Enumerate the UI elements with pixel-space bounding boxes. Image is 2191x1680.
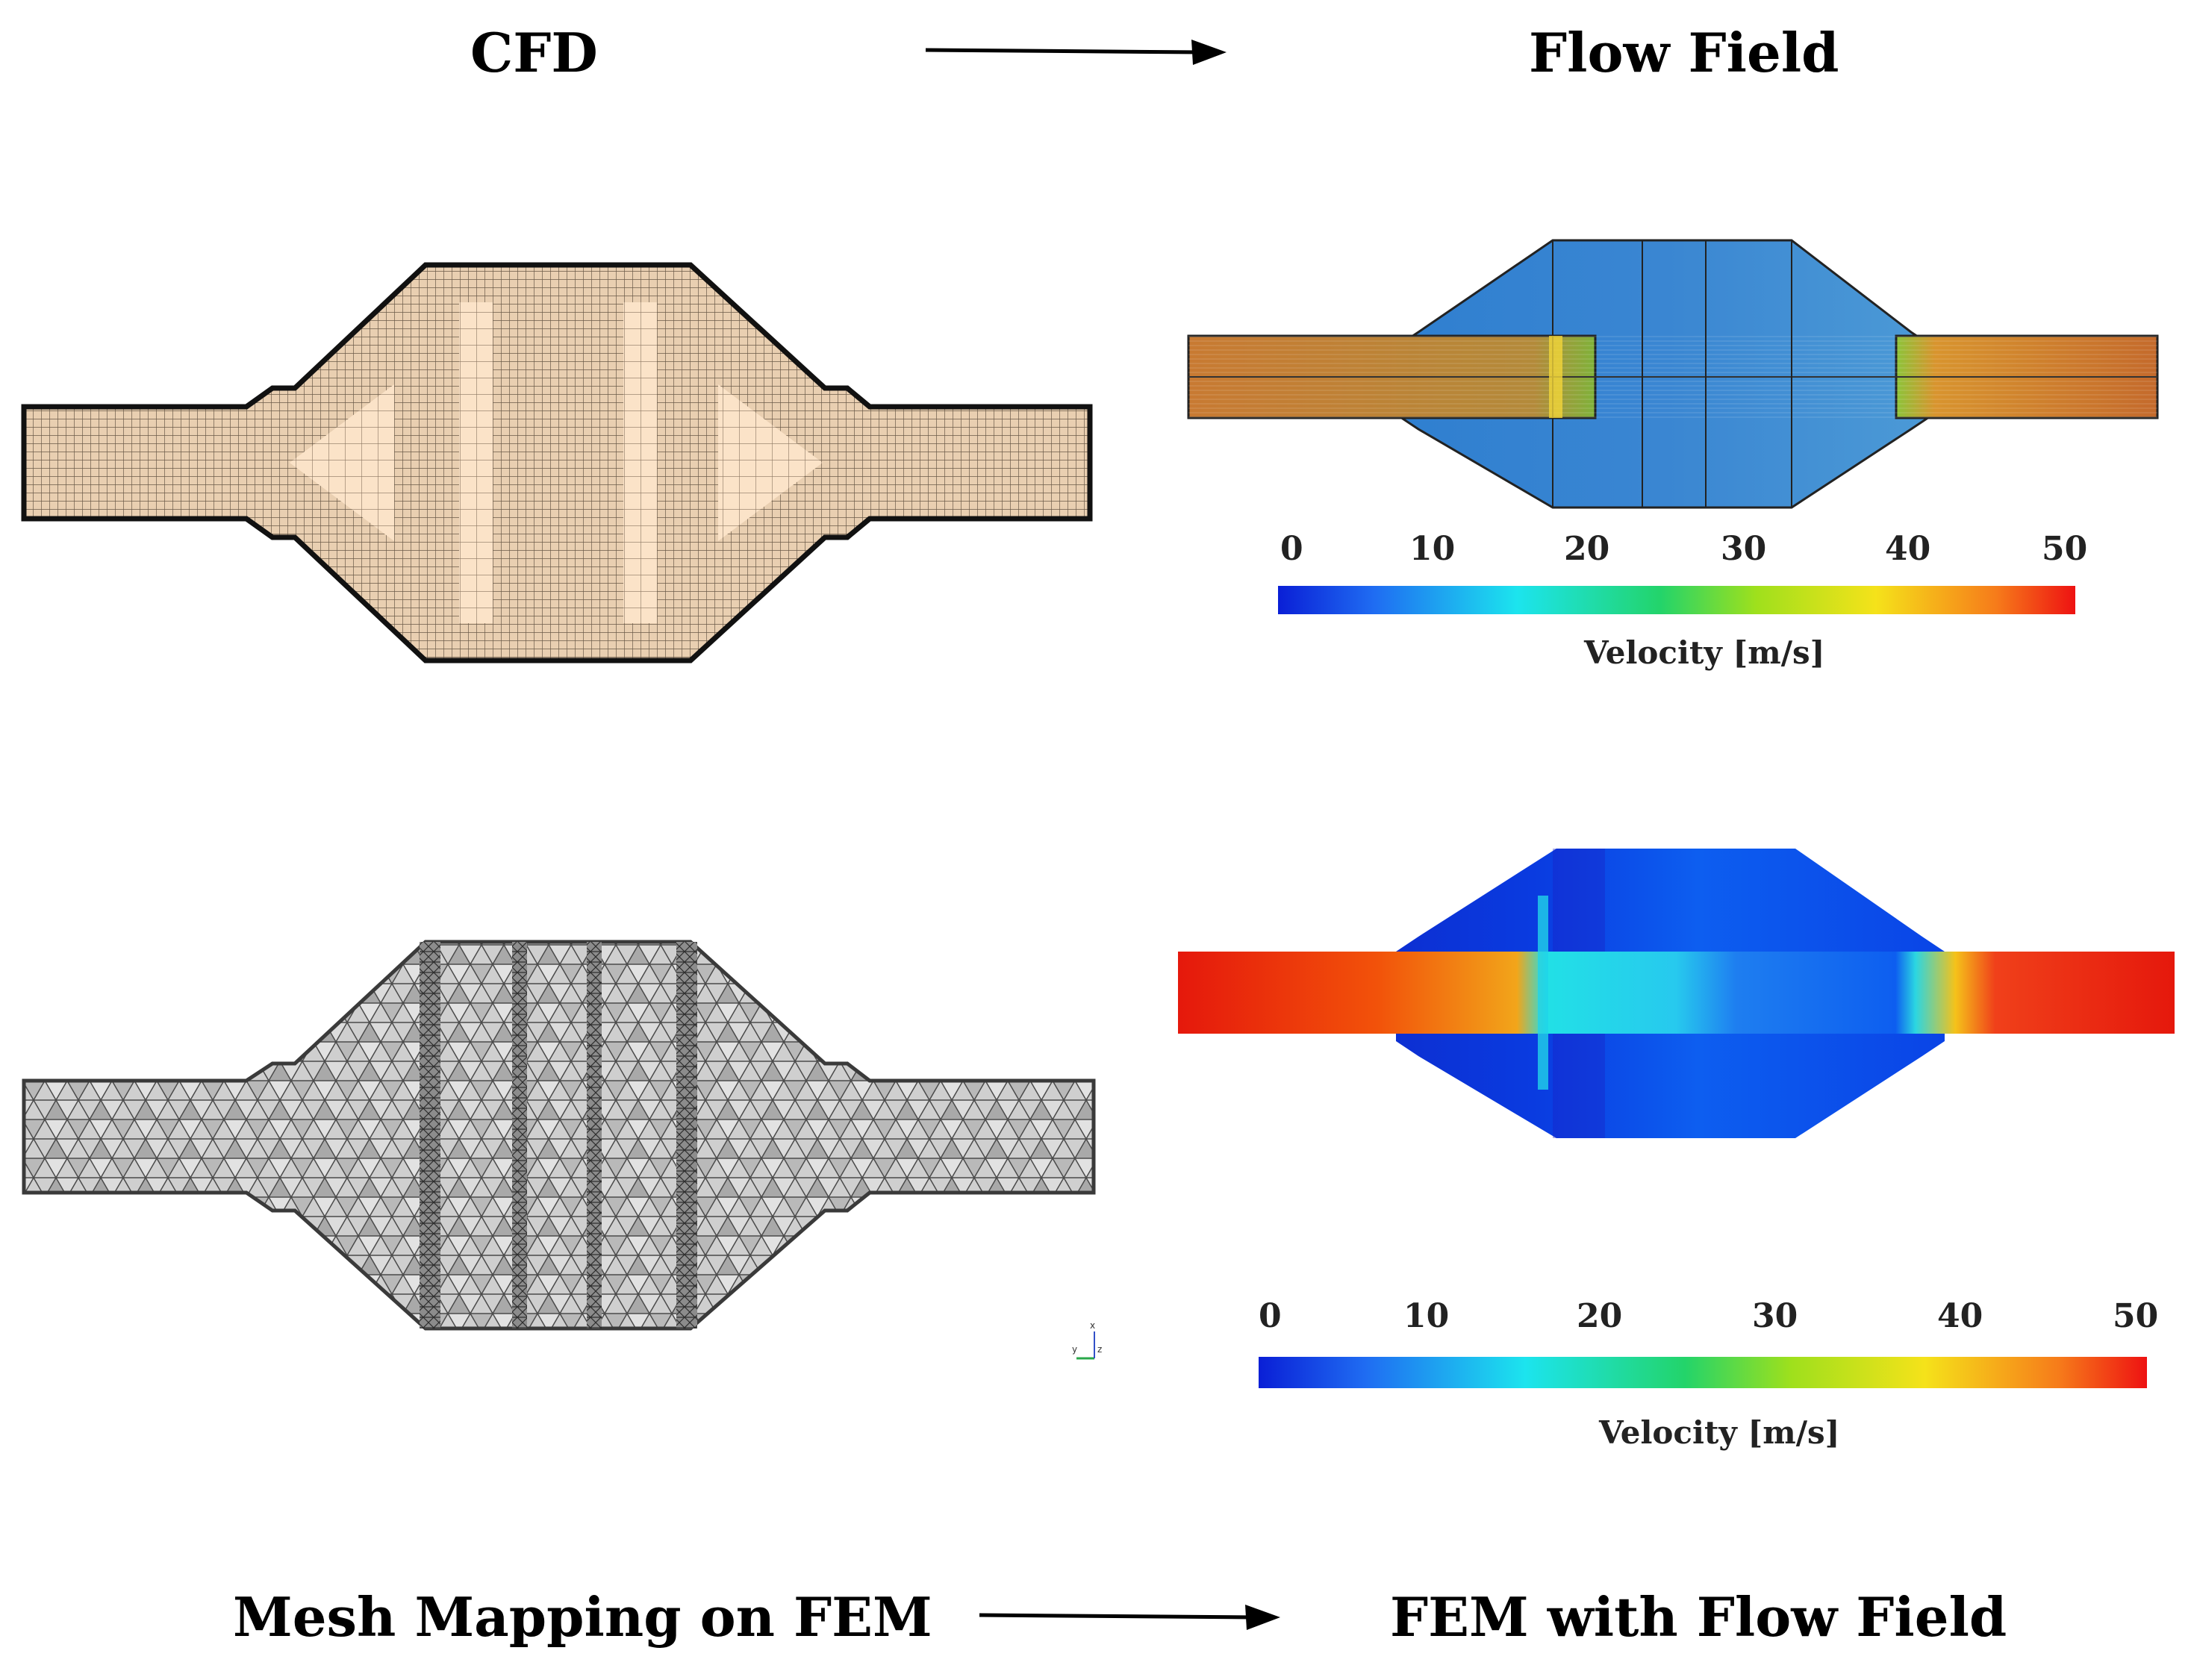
fem-geometry — [22, 940, 1096, 1331]
arrow-right-top — [925, 40, 1227, 65]
fem-band-1 — [420, 942, 440, 1328]
fem-band-4 — [676, 942, 697, 1328]
colorbar-top-tick-3: 30 — [1721, 530, 1767, 568]
colorbar-bottom-tick-1: 10 — [1403, 1297, 1450, 1335]
cfd-mesh-panel — [21, 262, 1093, 663]
colorbar-bottom-tick-4: 40 — [1937, 1297, 1983, 1335]
fem-flow-panel — [1178, 849, 2175, 1138]
fem-mesh-panel — [22, 940, 1096, 1331]
fem-band-2 — [512, 942, 527, 1328]
axis-y-label: y — [1072, 1344, 1077, 1355]
cfd-geometry — [21, 262, 1093, 663]
cfd-bar-2 — [623, 302, 657, 623]
cfd-right-triangle — [718, 384, 823, 541]
flow-field-panel — [1187, 239, 2159, 509]
colorbar-bottom — [1259, 1357, 2147, 1388]
colorbar-top-tick-4: 40 — [1885, 530, 1931, 568]
colorbar-bottom-tick-5: 50 — [2113, 1297, 2159, 1335]
colorbar-top — [1278, 586, 2075, 614]
colorbar-bottom-tick-3: 30 — [1752, 1297, 1798, 1335]
colorbar-top-label: Velocity [m/s] — [1584, 634, 1825, 671]
cfd-bar-1 — [459, 302, 493, 623]
title-mesh-mapping: Mesh Mapping on FEM — [233, 1585, 932, 1649]
fem-band-3 — [587, 942, 602, 1328]
colorbar-top-tick-2: 20 — [1564, 530, 1610, 568]
axis-z-label: z — [1097, 1344, 1102, 1355]
colorbar-bottom-tick-2: 20 — [1577, 1297, 1623, 1335]
cfd-left-triangle — [290, 384, 394, 541]
title-fem-with-flow-field: FEM with Flow Field — [1390, 1585, 2007, 1649]
colorbar-bottom-tick-0: 0 — [1259, 1297, 1282, 1335]
colorbar-top-tick-0: 0 — [1280, 530, 1303, 568]
colorbar-bottom-label: Velocity [m/s] — [1599, 1414, 1840, 1451]
axis-x-label: x — [1090, 1320, 1095, 1331]
arrow-right-bottom — [979, 1605, 1280, 1630]
title-flow-field: Flow Field — [1529, 21, 1839, 84]
title-cfd: CFD — [470, 21, 598, 84]
colorbar-top-tick-1: 10 — [1409, 530, 1456, 568]
axis-triad-icon: x y z — [1072, 1320, 1102, 1360]
fem-flow-core — [1178, 952, 2175, 1034]
colorbar-top-tick-5: 50 — [2042, 530, 2088, 568]
